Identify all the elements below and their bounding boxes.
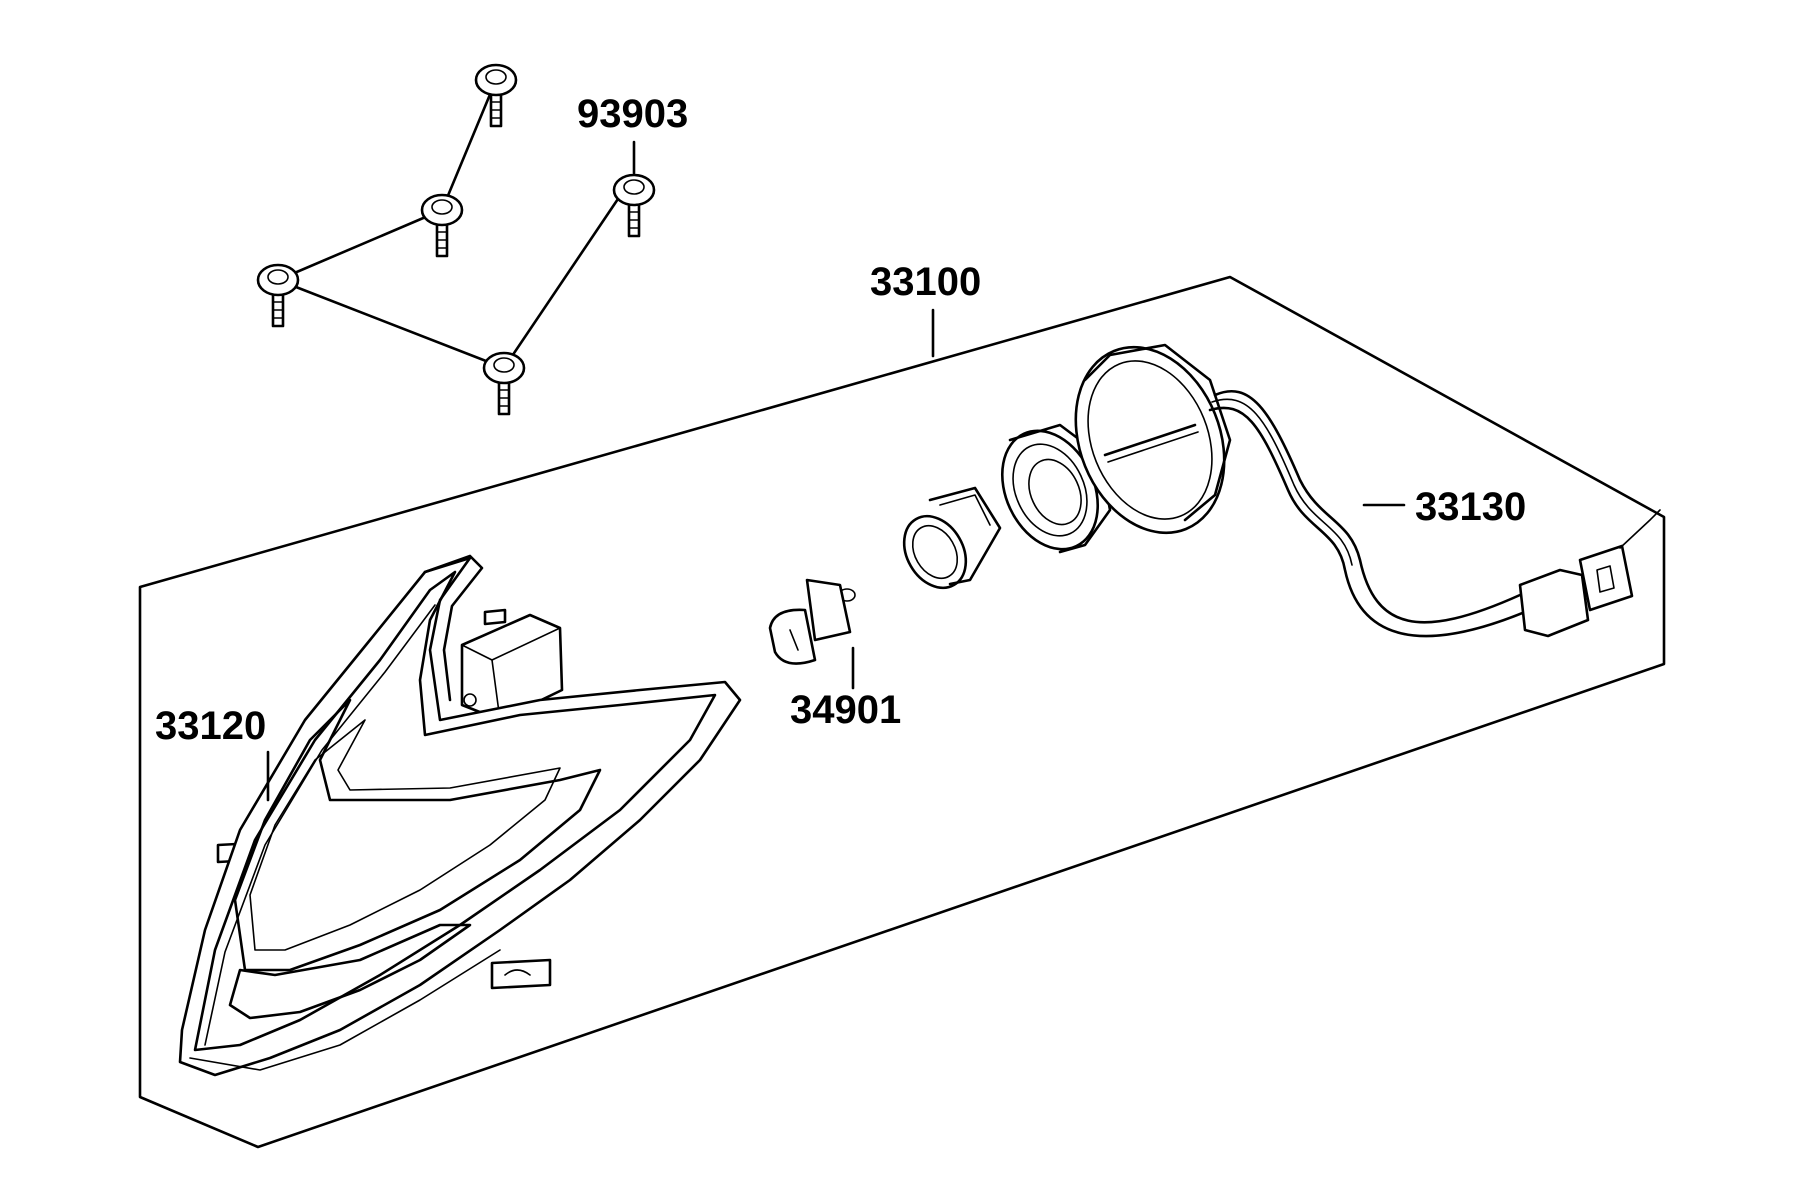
part-label-33130: 33130 (1415, 485, 1526, 529)
rear-cover (1074, 343, 1661, 638)
socket-ring (902, 486, 1002, 590)
part-label-33100: 33100 (870, 260, 981, 304)
part-label-93903: 93903 (577, 92, 688, 136)
screw-icon (256, 263, 300, 328)
headlight-housing (178, 554, 742, 1077)
leader-lines (266, 140, 1406, 802)
screw-icon (482, 351, 526, 416)
part-label-33120: 33120 (155, 704, 266, 748)
part-label-34901: 34901 (790, 688, 901, 732)
screw-icon (612, 173, 656, 238)
screw-icon (474, 63, 518, 128)
screw-group (256, 63, 656, 416)
screw-icon (420, 193, 464, 258)
bulb (768, 578, 856, 665)
assembly-box-outline (138, 275, 1666, 1149)
